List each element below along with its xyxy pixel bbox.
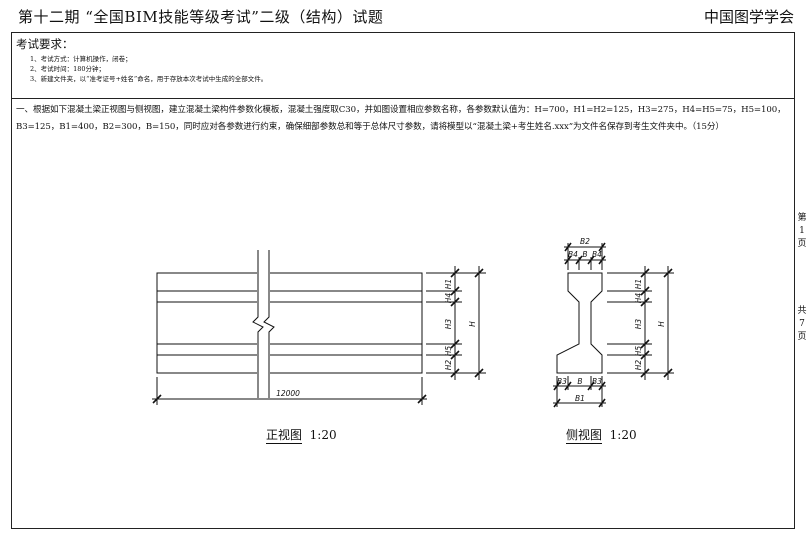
dim-label-h4: H4 bbox=[634, 293, 643, 304]
front-view-scale: 1:20 bbox=[309, 428, 337, 442]
requirements-title: 考试要求： bbox=[16, 37, 74, 51]
question-text: 一、根据如下混凝土梁正视图与侧视图，建立混凝土梁构件参数化模板，混凝土强度取C3… bbox=[16, 105, 786, 132]
front-view-caption: 正视图 1:20 bbox=[266, 426, 337, 444]
paper-frame bbox=[11, 32, 795, 529]
front-length-dim bbox=[152, 377, 427, 405]
side-view-drawing bbox=[553, 242, 674, 408]
dim-label-b: B bbox=[582, 250, 587, 259]
dim-label-h3: H3 bbox=[634, 319, 643, 330]
dim-label-h2: H2 bbox=[634, 360, 643, 371]
dim-label-b2: B2 bbox=[580, 237, 590, 246]
dim-label-h: H bbox=[657, 321, 666, 327]
break-line bbox=[252, 250, 264, 398]
front-view-name: 正视图 bbox=[266, 428, 303, 444]
side-view-scale: 1:20 bbox=[609, 428, 637, 442]
side-top-dims bbox=[564, 242, 606, 270]
page-total: 共 7 页 bbox=[797, 306, 807, 342]
dim-label-h2: H2 bbox=[444, 360, 453, 371]
side-view-name: 侧视图 bbox=[566, 428, 603, 444]
dim-label-h3: H3 bbox=[444, 319, 453, 330]
dim-label-h1: H1 bbox=[444, 279, 453, 289]
exam-requirements: 考试要求： 1、考试方式：计算机操作，闭卷； 2、考试时间：180分钟； 3、新… bbox=[16, 36, 267, 84]
beam-section-profile bbox=[556, 272, 603, 374]
length-label: 12000 bbox=[276, 389, 300, 398]
organization-name: 中国图学学会 bbox=[703, 8, 794, 26]
requirement-item: 2、考试时间：180分钟； bbox=[30, 65, 106, 73]
requirement-item: 1、考试方式：计算机操作，闭卷； bbox=[30, 55, 132, 63]
dim-label-h4: H4 bbox=[444, 293, 453, 304]
side-view-caption: 侧视图 1:20 bbox=[566, 426, 637, 444]
dim-label-h: H bbox=[468, 321, 477, 327]
dim-label-h5: H5 bbox=[444, 346, 453, 357]
side-right-dims bbox=[607, 266, 674, 380]
dim-label-b4: B4 bbox=[568, 250, 578, 259]
dim-label-b1: B1 bbox=[575, 394, 585, 403]
front-view-drawing bbox=[152, 250, 486, 405]
dim-label-b: B bbox=[577, 377, 582, 386]
dim-label-h5: H5 bbox=[634, 346, 643, 357]
requirement-item: 3、新建文件夹，以“准考证号+姓名”命名，用于存放本次考试中生成的全部文件。 bbox=[30, 75, 268, 83]
break-line bbox=[263, 250, 275, 398]
page-number: 第 1 页 bbox=[797, 213, 807, 249]
exam-title: 第十二期 “全国BIM技能等级考试”二级（结构）试题 bbox=[18, 8, 384, 26]
dim-label-b4: B4 bbox=[592, 250, 602, 259]
section-divider bbox=[11, 98, 795, 99]
dim-label-b3: B3 bbox=[557, 377, 567, 386]
front-dim-lines bbox=[426, 266, 486, 380]
dim-label-b3: B3 bbox=[592, 377, 602, 386]
beam-outline bbox=[156, 272, 423, 374]
side-bottom-dims bbox=[553, 376, 606, 408]
dim-label-h1: H1 bbox=[634, 279, 643, 289]
